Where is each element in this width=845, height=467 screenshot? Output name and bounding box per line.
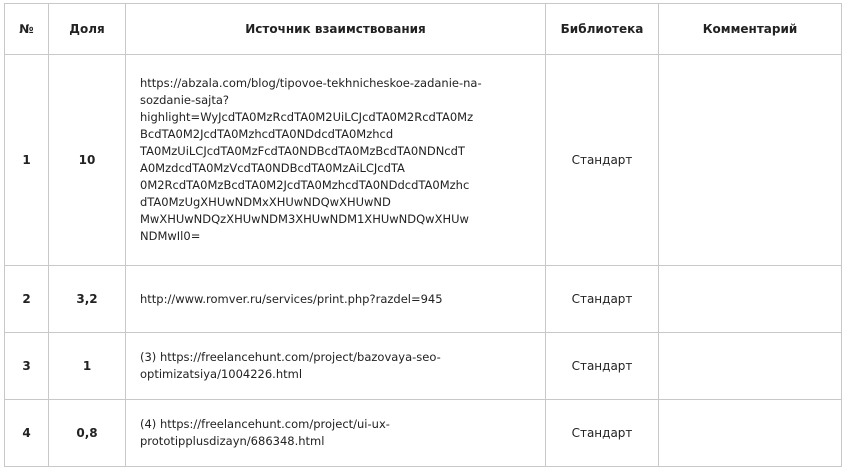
row-num: 2 — [4, 265, 49, 333]
row-library: Стандарт — [545, 54, 659, 266]
row-source-link[interactable]: https://abzala.com/blog/tipovoe-tekhnich… — [140, 76, 482, 243]
sources-table: № Доля Источник взаимствования Библиотек… — [4, 3, 842, 467]
row-share: 3,2 — [48, 265, 126, 333]
table-row: 3 1 (3) https://freelancehunt.com/projec… — [4, 332, 842, 400]
row-source-link[interactable]: (4) https://freelancehunt.com/project/ui… — [140, 417, 390, 448]
row-num: 1 — [4, 54, 49, 266]
row-source-cell: (4) https://freelancehunt.com/project/ui… — [125, 399, 546, 467]
row-comment — [658, 265, 842, 333]
row-comment — [658, 332, 842, 400]
row-share: 0,8 — [48, 399, 126, 467]
row-library: Стандарт — [545, 332, 659, 400]
row-share: 1 — [48, 332, 126, 400]
row-source-link[interactable]: (3) https://freelancehunt.com/project/ba… — [140, 350, 441, 381]
row-num: 4 — [4, 399, 49, 467]
table-row: 1 10 https://abzala.com/blog/tipovoe-tek… — [4, 54, 842, 266]
row-library: Стандарт — [545, 399, 659, 467]
row-source-cell: (3) https://freelancehunt.com/project/ba… — [125, 332, 546, 400]
row-library: Стандарт — [545, 265, 659, 333]
row-comment — [658, 54, 842, 266]
table-header-row: № Доля Источник взаимствования Библиотек… — [4, 3, 842, 55]
row-source-cell: http://www.romver.ru/services/print.php?… — [125, 265, 546, 333]
row-num: 3 — [4, 332, 49, 400]
row-source-cell: https://abzala.com/blog/tipovoe-tekhnich… — [125, 54, 546, 266]
row-share: 10 — [48, 54, 126, 266]
row-comment — [658, 399, 842, 467]
table-row: 2 3,2 http://www.romver.ru/services/prin… — [4, 265, 842, 333]
column-header-num: № — [4, 3, 49, 55]
column-header-comment: Комментарий — [658, 3, 842, 55]
column-header-source: Источник взаимствования — [125, 3, 546, 55]
column-header-library: Библиотека — [545, 3, 659, 55]
column-header-share: Доля — [48, 3, 126, 55]
row-source-link[interactable]: http://www.romver.ru/services/print.php?… — [140, 291, 443, 306]
table-row: 4 0,8 (4) https://freelancehunt.com/proj… — [4, 399, 842, 467]
